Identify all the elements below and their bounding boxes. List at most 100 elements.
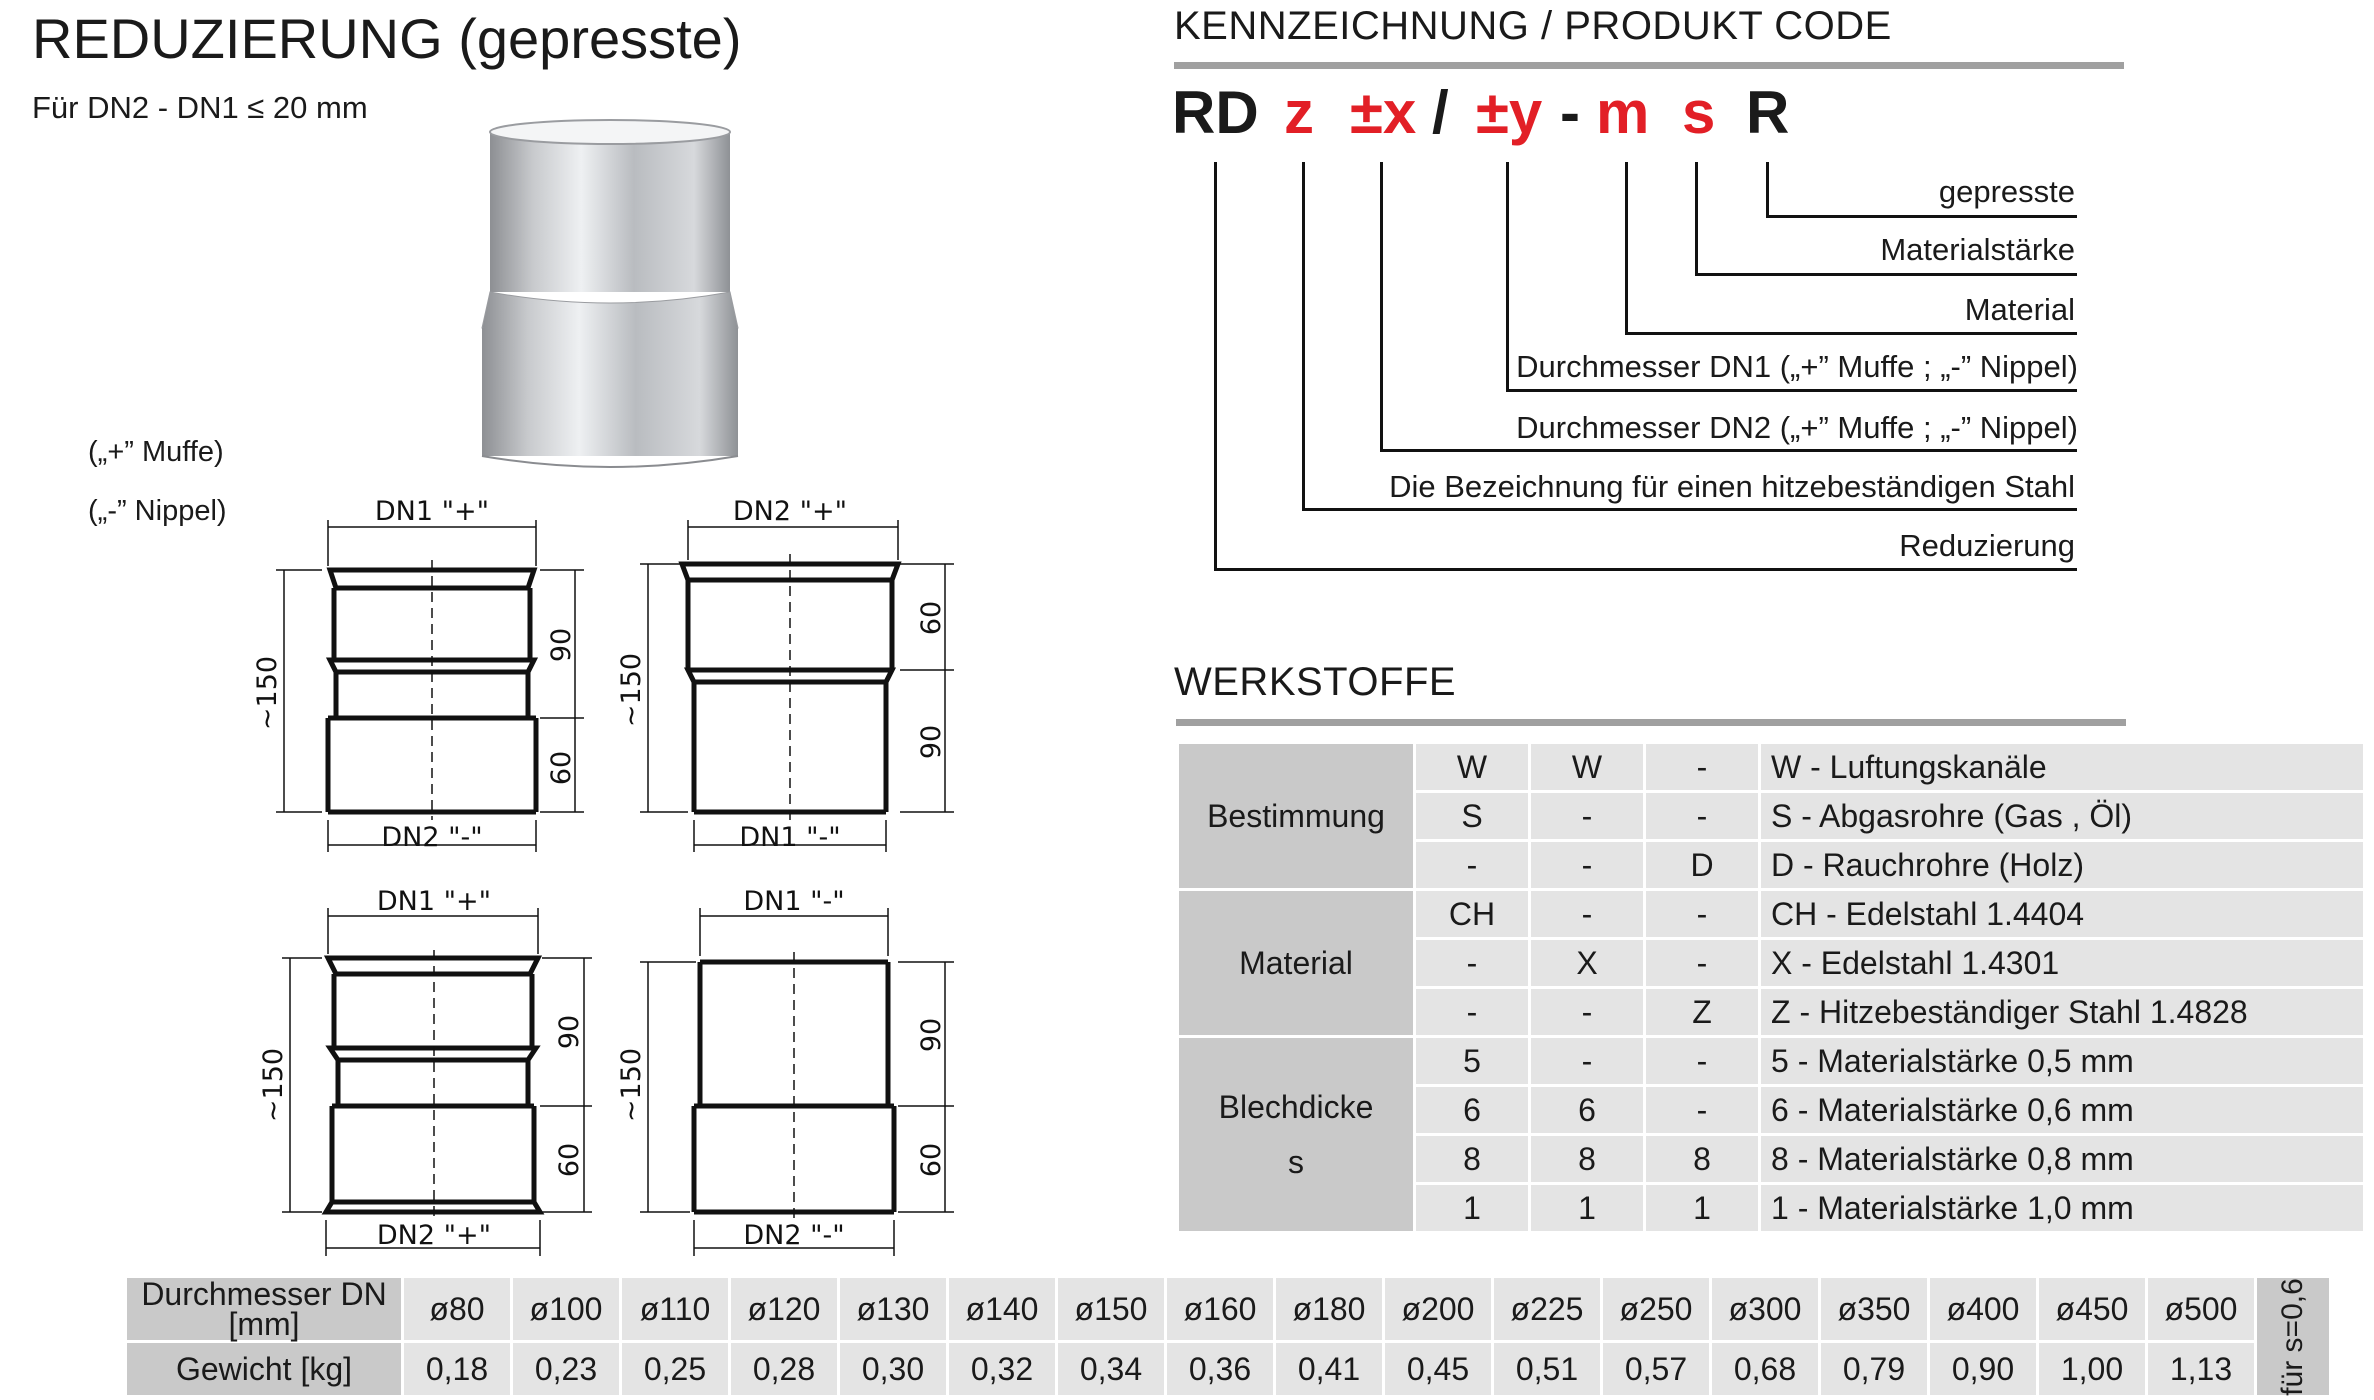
drawing-1	[325, 567, 539, 815]
diameter-cell: ø225	[1491, 1275, 1603, 1343]
table-row: 6 6 - 6 - Materialstärke 0,6 mm	[1178, 1084, 2366, 1136]
table-row: - - Z Z - Hitzebeständiger Stahl 1.4828	[1178, 986, 2366, 1038]
table-cell: -	[1528, 986, 1646, 1038]
table-cell: -	[1643, 937, 1761, 989]
table-cell: 1 - Materialstärke 1,0 mm	[1758, 1182, 2366, 1234]
werkstoffe-rule	[1176, 719, 2126, 726]
page-title: REDUZIERUNG (gepresste)	[32, 7, 742, 70]
key-line-x	[1380, 162, 2077, 452]
table-cell: -	[1528, 888, 1646, 940]
key-label-dn2: Durchmesser DN2 („+” Muffe ; „-” Nippel)	[1516, 410, 2078, 445]
d3-top: DN1 "+"	[377, 886, 491, 917]
key-line-s	[1695, 162, 2077, 276]
werkstoffe-table: Bestimmung W W - W - Luftungskanäle S - …	[1176, 741, 2366, 1234]
d3-height: ~150	[258, 1048, 289, 1122]
table-cell: D - Rauchrohre (Holz)	[1758, 839, 2366, 891]
table-cell: W	[1528, 741, 1646, 793]
table-cell: -	[1643, 790, 1761, 842]
code-rd: RD	[1172, 79, 1259, 146]
key-label-stahl: Die Bezeichnung für einen hitzebeständig…	[1389, 469, 2075, 504]
key-label-reduzierung: Reduzierung	[1899, 528, 2075, 563]
table-row: 8 8 8 8 - Materialstärke 0,8 mm	[1178, 1133, 2366, 1185]
product-code-heading: KENNZEICHNUNG / PRODUKT CODE	[1174, 4, 1892, 48]
diameter-cell: ø110	[619, 1275, 731, 1343]
table-cell: CH	[1413, 888, 1531, 940]
table-cell: -	[1643, 888, 1761, 940]
key-line-m	[1625, 162, 2077, 335]
table-cell: W - Luftungskanäle	[1758, 741, 2366, 793]
d4-bottom: DN2 "-"	[743, 1220, 844, 1251]
d3-bottom: DN2 "+"	[377, 1220, 491, 1251]
table-cell: -	[1643, 741, 1761, 793]
thickness-note: für s=0,6	[2254, 1275, 2332, 1398]
weight-cell: 0,90	[1927, 1340, 2039, 1398]
diameter-cell: ø80	[401, 1275, 513, 1343]
code-y: ±y	[1476, 79, 1543, 146]
table-cell: 5	[1413, 1035, 1531, 1087]
table-cell: X	[1528, 937, 1646, 989]
table-cell: S - Abgasrohre (Gas , Öl)	[1758, 790, 2366, 842]
d2-height: ~150	[616, 653, 647, 727]
table-cell: -	[1643, 1084, 1761, 1136]
d1-top: DN1 "+"	[375, 496, 489, 527]
table-cell: S	[1413, 790, 1531, 842]
group-blechdicke-symbol: s	[1288, 1143, 1304, 1180]
table-cell: 8	[1528, 1133, 1646, 1185]
weight-cell: 0,68	[1709, 1340, 1821, 1398]
diameter-cell: ø450	[2036, 1275, 2148, 1343]
table-row: Material CH - - CH - Edelstahl 1.4404	[1176, 888, 2366, 1038]
d1-upper: 90	[546, 628, 577, 662]
d2-lower: 90	[916, 725, 947, 759]
code-z: z	[1284, 79, 1314, 146]
code-s: s	[1682, 79, 1716, 146]
table-cell: -	[1528, 1035, 1646, 1087]
diameter-cell: ø250	[1600, 1275, 1712, 1343]
d2-upper: 60	[916, 601, 947, 635]
group-material: Material	[1176, 888, 1416, 1038]
table-cell: -	[1413, 986, 1531, 1038]
d2-top: DN2 "+"	[733, 496, 847, 527]
diameter-cell: ø400	[1927, 1275, 2039, 1343]
diameter-cell: ø130	[837, 1275, 949, 1343]
table-cell: 8	[1643, 1133, 1761, 1185]
diameter-cell: ø180	[1273, 1275, 1385, 1343]
key-line-r	[1766, 162, 2077, 218]
table-cell: 6	[1528, 1084, 1646, 1136]
d2-bottom: DN1 "-"	[739, 822, 840, 853]
table-cell: -	[1528, 839, 1646, 891]
code-dash: -	[1560, 79, 1580, 146]
table-cell: 8 - Materialstärke 0,8 mm	[1758, 1133, 2366, 1185]
weight-cell: 0,36	[1164, 1340, 1276, 1398]
group-blechdicke: Blechdicke s	[1176, 1035, 1416, 1234]
key-line-rd	[1214, 162, 2077, 571]
d4-upper: 90	[916, 1018, 947, 1052]
weight-cell: 1,00	[2036, 1340, 2148, 1398]
weight-cell: 0,57	[1600, 1340, 1712, 1398]
diameter-cell: ø350	[1818, 1275, 1930, 1343]
table-cell: D	[1643, 839, 1761, 891]
drawing-2	[678, 561, 902, 815]
d3-upper: 90	[554, 1015, 585, 1049]
weight-cell: 0,45	[1382, 1340, 1494, 1398]
weight-header: Gewicht [kg]	[124, 1340, 404, 1398]
drawing-3	[321, 955, 545, 1215]
table-cell: 8	[1413, 1133, 1531, 1185]
weight-cell: 0,30	[837, 1340, 949, 1398]
table-cell: 1	[1413, 1182, 1531, 1234]
table-cell: Z	[1643, 986, 1761, 1038]
code-m: m	[1596, 79, 1650, 146]
key-line-y	[1506, 162, 2077, 392]
weight-cell: 0,25	[619, 1340, 731, 1398]
table-cell: 5 - Materialstärke 0,5 mm	[1758, 1035, 2366, 1087]
group-bestimmung: Bestimmung	[1176, 741, 1416, 891]
key-label-materialstaerke: Materialstärke	[1880, 232, 2075, 267]
table-cell: 6	[1413, 1084, 1531, 1136]
table-cell: 1	[1528, 1182, 1646, 1234]
group-blechdicke-label: Blechdicke	[1218, 1088, 1374, 1125]
product-code-rule	[1174, 62, 2124, 69]
table-row: - X - X - Edelstahl 1.4301	[1178, 937, 2366, 989]
key-label-material: Material	[1964, 292, 2075, 327]
